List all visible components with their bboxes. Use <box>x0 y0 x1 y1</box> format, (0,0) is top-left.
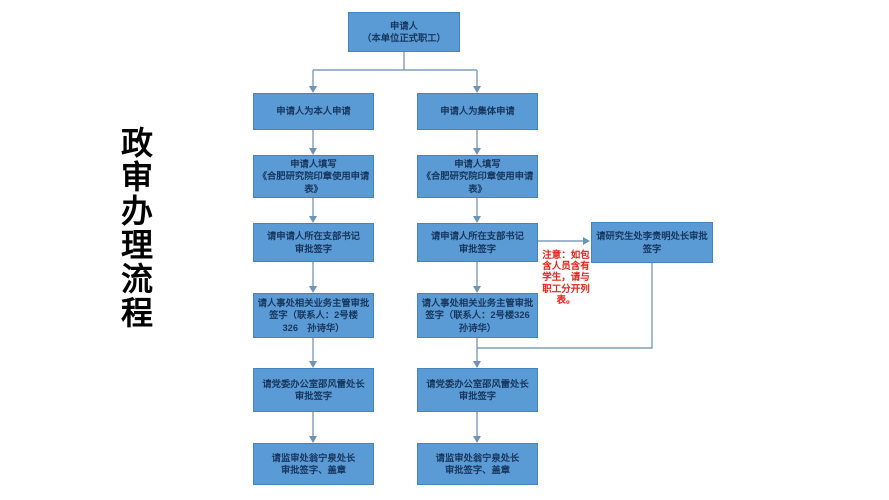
flow-box-right-fill-form: 申请人填写 《合肥研究院印章使用申请 表》 <box>417 155 538 198</box>
flow-box-right-hr-supervisor: 请人事处相关业务主管审批 签字（联系人：2号楼326 孙诗华） <box>417 293 538 338</box>
flow-box-left-hr-supervisor: 请人事处相关业务主管审批 签字（联系人：2号楼 326 孙诗华） <box>253 293 374 338</box>
flow-box-applicant-root: 申请人 （本单位正式职工） <box>348 12 460 52</box>
flow-box-left-supervision-office: 请监审处翁宁泉处长 审批签字、盖章 <box>253 443 374 485</box>
flow-box-right-group-apply: 申请人为集体申请 <box>417 93 538 130</box>
page-title: 政审办理流程 <box>117 126 153 330</box>
flow-box-left-branch-secretary: 请申请人所在支部书记 审批签字 <box>253 223 374 262</box>
flow-box-grad-school-office: 请研究生处李贵明处长审批 签字 <box>591 222 713 263</box>
flow-box-right-supervision-office: 请监审处翁宁泉处长 审批签字、盖章 <box>417 443 538 485</box>
flow-box-left-party-office: 请党委办公室邵风雷处长 审批签字 <box>253 368 374 412</box>
flow-box-right-party-office: 请党委办公室邵风雷处长 审批签字 <box>417 368 538 412</box>
flow-box-right-branch-secretary: 请申请人所在支部书记 审批签字 <box>417 223 538 262</box>
flow-box-left-fill-form: 申请人填写 《合肥研究院印章使用申请 表》 <box>253 155 374 198</box>
flow-box-left-self-apply: 申请人为本人申请 <box>253 93 374 130</box>
note-students-separate-list: 注意：如包 含人员含有 学生，请与 职工分开列 表。 <box>542 250 590 306</box>
